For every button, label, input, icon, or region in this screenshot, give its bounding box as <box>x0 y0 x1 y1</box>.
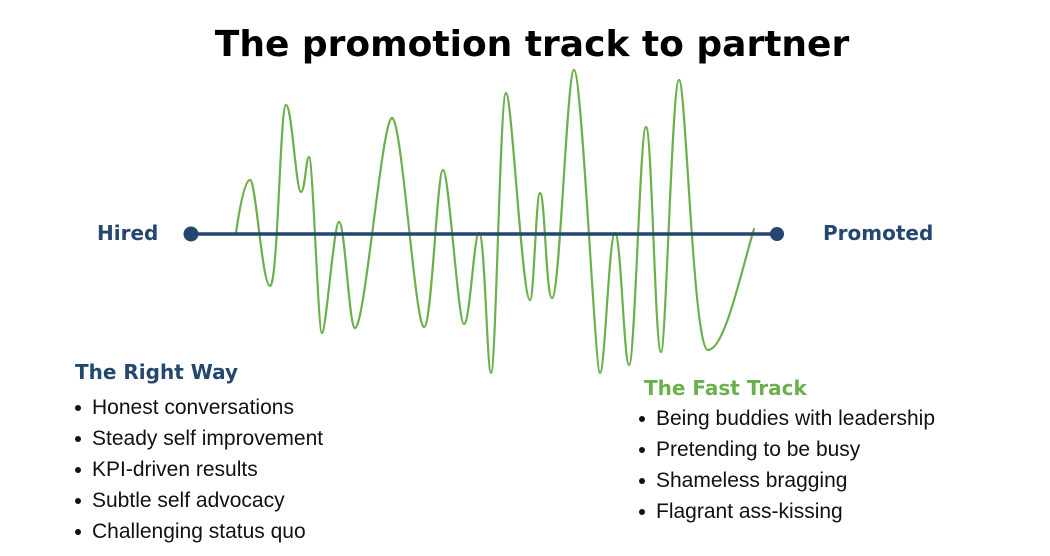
list-item-text: Steady self improvement <box>92 427 324 450</box>
list-item: Challenging status quo <box>72 516 323 547</box>
promoted-endpoint-dot <box>770 227 784 241</box>
bullet-icon <box>639 509 645 515</box>
list-item-text: Subtle self advocacy <box>92 489 285 512</box>
list-item-text: Challenging status quo <box>92 520 306 543</box>
bullet-icon <box>639 416 645 422</box>
list-item: Subtle self advocacy <box>72 485 323 516</box>
list-item: Shameless bragging <box>636 465 935 496</box>
bullet-icon <box>75 467 81 473</box>
bullet-icon <box>639 478 645 484</box>
bullet-icon <box>639 447 645 453</box>
list-item: Steady self improvement <box>72 423 323 454</box>
fast-track-heading: The Fast Track <box>644 376 807 400</box>
list-item-text: Being buddies with leadership <box>656 407 936 430</box>
list-item-text: Pretending to be busy <box>656 438 861 461</box>
list-item-text: Flagrant ass-kissing <box>656 500 843 523</box>
list-item-text: Shameless bragging <box>656 469 848 492</box>
list-item: Flagrant ass-kissing <box>636 496 935 527</box>
list-item: Being buddies with leadership <box>636 403 935 434</box>
hired-endpoint-dot <box>183 226 199 242</box>
bullet-icon <box>75 436 81 442</box>
right-way-list: Honest conversations Steady self improve… <box>72 392 323 547</box>
list-item: KPI-driven results <box>72 454 323 485</box>
bullet-icon <box>75 529 81 535</box>
end-label-promoted: Promoted <box>823 221 934 245</box>
fast-track-wave <box>234 68 756 375</box>
start-label-hired: Hired <box>97 221 159 245</box>
bullet-icon <box>75 405 81 411</box>
list-item: Pretending to be busy <box>636 434 935 465</box>
page-title: The promotion track to partner <box>214 24 850 65</box>
fast-track-list: Being buddies with leadership Pretending… <box>636 403 935 527</box>
list-item-text: Honest conversations <box>92 396 294 419</box>
list-item: Honest conversations <box>72 392 323 423</box>
right-way-heading: The Right Way <box>75 360 239 384</box>
list-item-text: KPI-driven results <box>92 458 258 481</box>
bullet-icon <box>75 498 81 504</box>
